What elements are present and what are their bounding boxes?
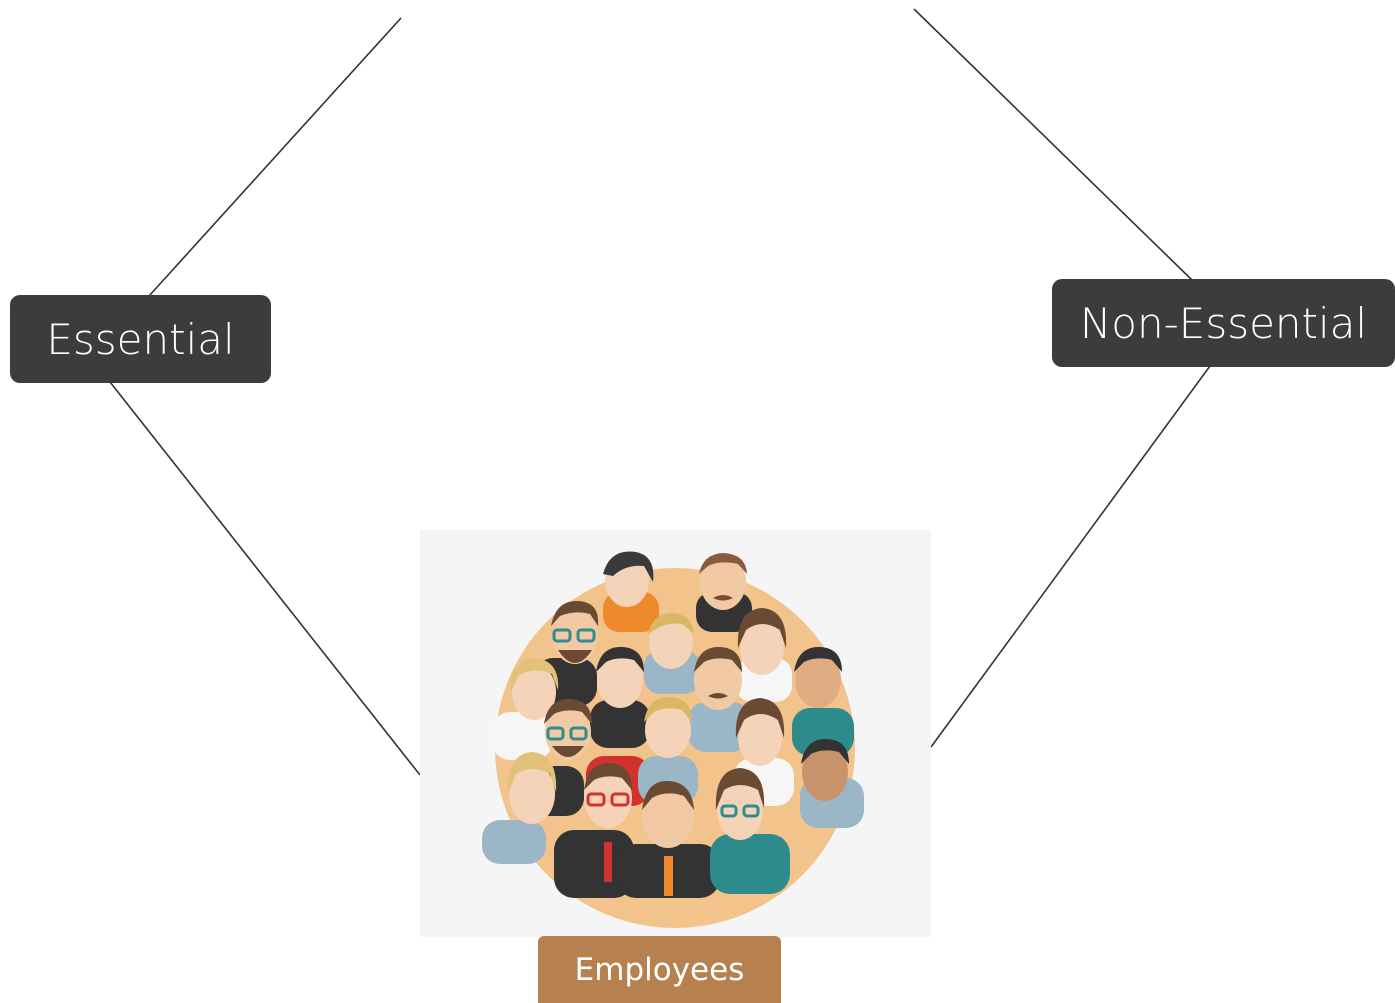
person-figure: [644, 613, 700, 694]
essential-label: Essential: [46, 314, 235, 364]
person-figure: [492, 658, 559, 760]
person-figure: [590, 646, 650, 748]
non-essential-node: Non-Essential: [1052, 279, 1395, 367]
person-figure: [616, 780, 720, 898]
person-figure: [710, 768, 790, 894]
employees-label: Employees: [574, 951, 745, 988]
employees-illustration: [420, 530, 931, 937]
person-figure: [696, 553, 752, 632]
connector-essential-bottom: [109, 381, 421, 776]
non-essential-label: Non-Essential: [1079, 298, 1368, 348]
person-figure: [554, 762, 634, 898]
connector-essential-top: [148, 17, 402, 297]
essential-node: Essential: [10, 295, 271, 383]
connector-nonessential-top: [913, 8, 1193, 281]
people-group-image: [482, 551, 864, 928]
person-figure: [603, 551, 659, 632]
person-figure: [688, 646, 750, 752]
person-figure: [482, 752, 557, 864]
connector-nonessential-bottom: [930, 365, 1211, 748]
person-figure: [736, 608, 792, 702]
person-figure: [800, 738, 864, 828]
employees-node: Employees: [538, 936, 781, 1003]
